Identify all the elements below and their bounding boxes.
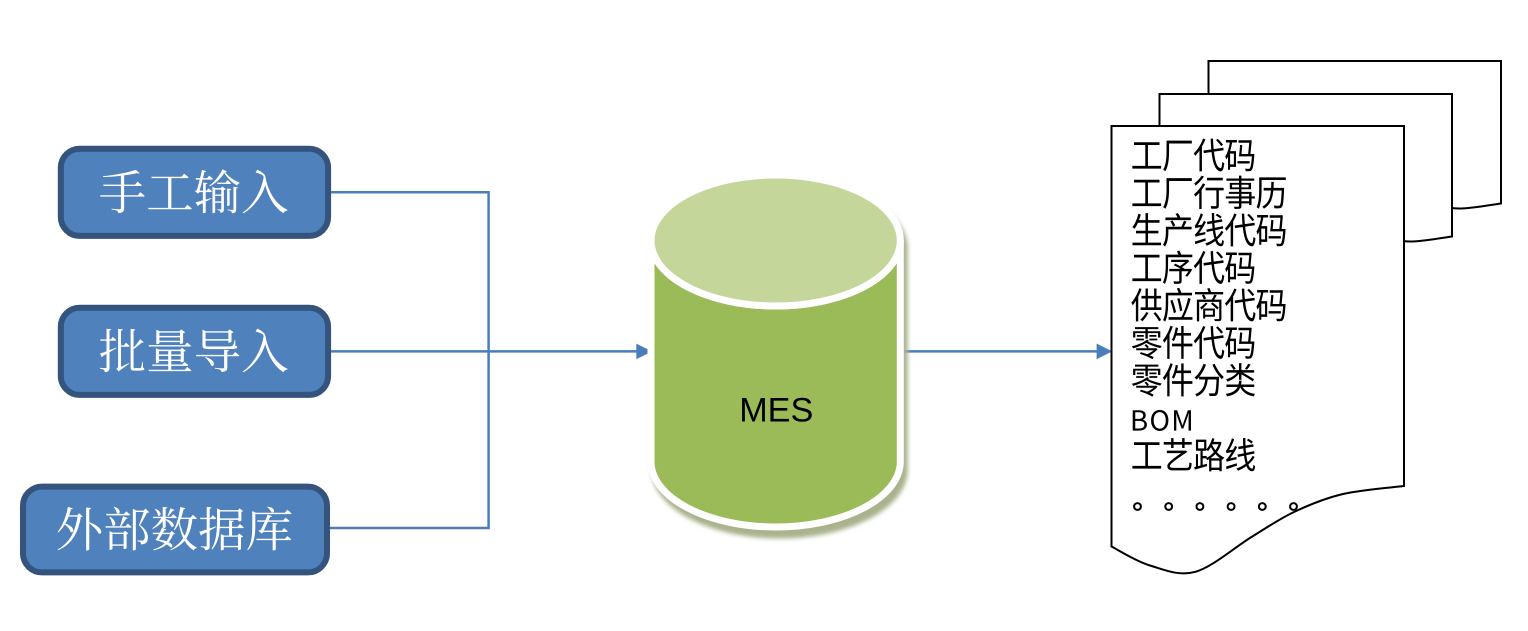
svg-text:MES: MES: [739, 392, 813, 430]
